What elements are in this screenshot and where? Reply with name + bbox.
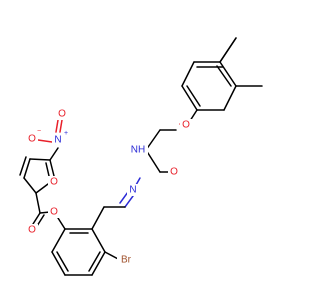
bond <box>51 251 66 276</box>
bond <box>181 85 198 111</box>
nitro-nitrogen: N + <box>52 130 68 146</box>
ester-group <box>32 192 51 227</box>
bond <box>23 158 31 179</box>
ester-oxygen-label: O <box>50 207 58 218</box>
carbonyl-oxygen: O <box>168 166 180 178</box>
bond <box>91 206 105 230</box>
bond <box>23 177 37 194</box>
bond <box>57 217 66 230</box>
bond <box>19 156 27 176</box>
carbonyl-oxygen-label: O <box>170 167 178 178</box>
ester-carbonyl-oxygen-label: O <box>28 225 36 236</box>
hydrazone-n-label: N <box>129 185 136 196</box>
bond <box>124 195 134 208</box>
bond <box>35 192 41 214</box>
methyl-bond-top <box>219 37 237 63</box>
nitro-o-single-label: O <box>28 134 36 145</box>
bond <box>91 228 106 253</box>
bond <box>29 158 51 161</box>
bond <box>45 162 50 177</box>
bond <box>37 139 53 143</box>
bond <box>51 228 66 253</box>
bond <box>186 85 201 107</box>
hydrazide-nh-label: NH <box>131 145 145 156</box>
bond <box>223 85 237 111</box>
nitro-n-label: N <box>54 135 61 146</box>
bond <box>135 177 141 186</box>
bond <box>36 214 45 227</box>
hydrazone-nitrogen: N <box>127 184 139 196</box>
bond <box>91 251 106 276</box>
bond <box>56 251 69 272</box>
hydrazone-chain <box>91 177 141 230</box>
bond <box>35 183 49 194</box>
nitro-o-charge: − <box>37 128 41 135</box>
atom-labels: O O NH N O O O N + <box>26 108 192 266</box>
nitrofuran-ring <box>19 119 63 194</box>
ester-carbonyl-oxygen: O <box>26 224 38 236</box>
bond <box>55 119 59 133</box>
bond <box>32 212 41 225</box>
bromine-label: Br <box>121 255 132 266</box>
bond <box>181 61 195 87</box>
bond <box>119 191 129 204</box>
molecule-structure: O O NH N O O O N + <box>19 37 263 276</box>
nitro-oxygen-single: O − <box>26 128 41 145</box>
hydrazide-nitrogen: NH <box>128 144 148 156</box>
bromophenyl-ring <box>51 217 121 276</box>
bond <box>219 61 237 87</box>
bond <box>88 251 101 272</box>
dimethylphenyl-ring <box>181 37 263 125</box>
bond <box>216 65 232 87</box>
ether-oxygen-label: O <box>182 120 190 131</box>
bond <box>49 147 59 161</box>
bond <box>59 119 63 133</box>
bromine-atom: Br <box>117 254 135 266</box>
nitro-oxygen-double: O <box>56 108 68 120</box>
nitro-n-charge: + <box>64 130 68 137</box>
bond <box>145 149 161 173</box>
furan-oxygen: O <box>48 176 60 188</box>
furan-oxygen-label: O <box>50 177 58 188</box>
bond <box>145 129 161 151</box>
ester-oxygen: O <box>48 206 60 218</box>
nitro-o-double-label: O <box>58 109 66 120</box>
ether-oxygen: O <box>180 119 192 131</box>
bond <box>49 159 55 177</box>
